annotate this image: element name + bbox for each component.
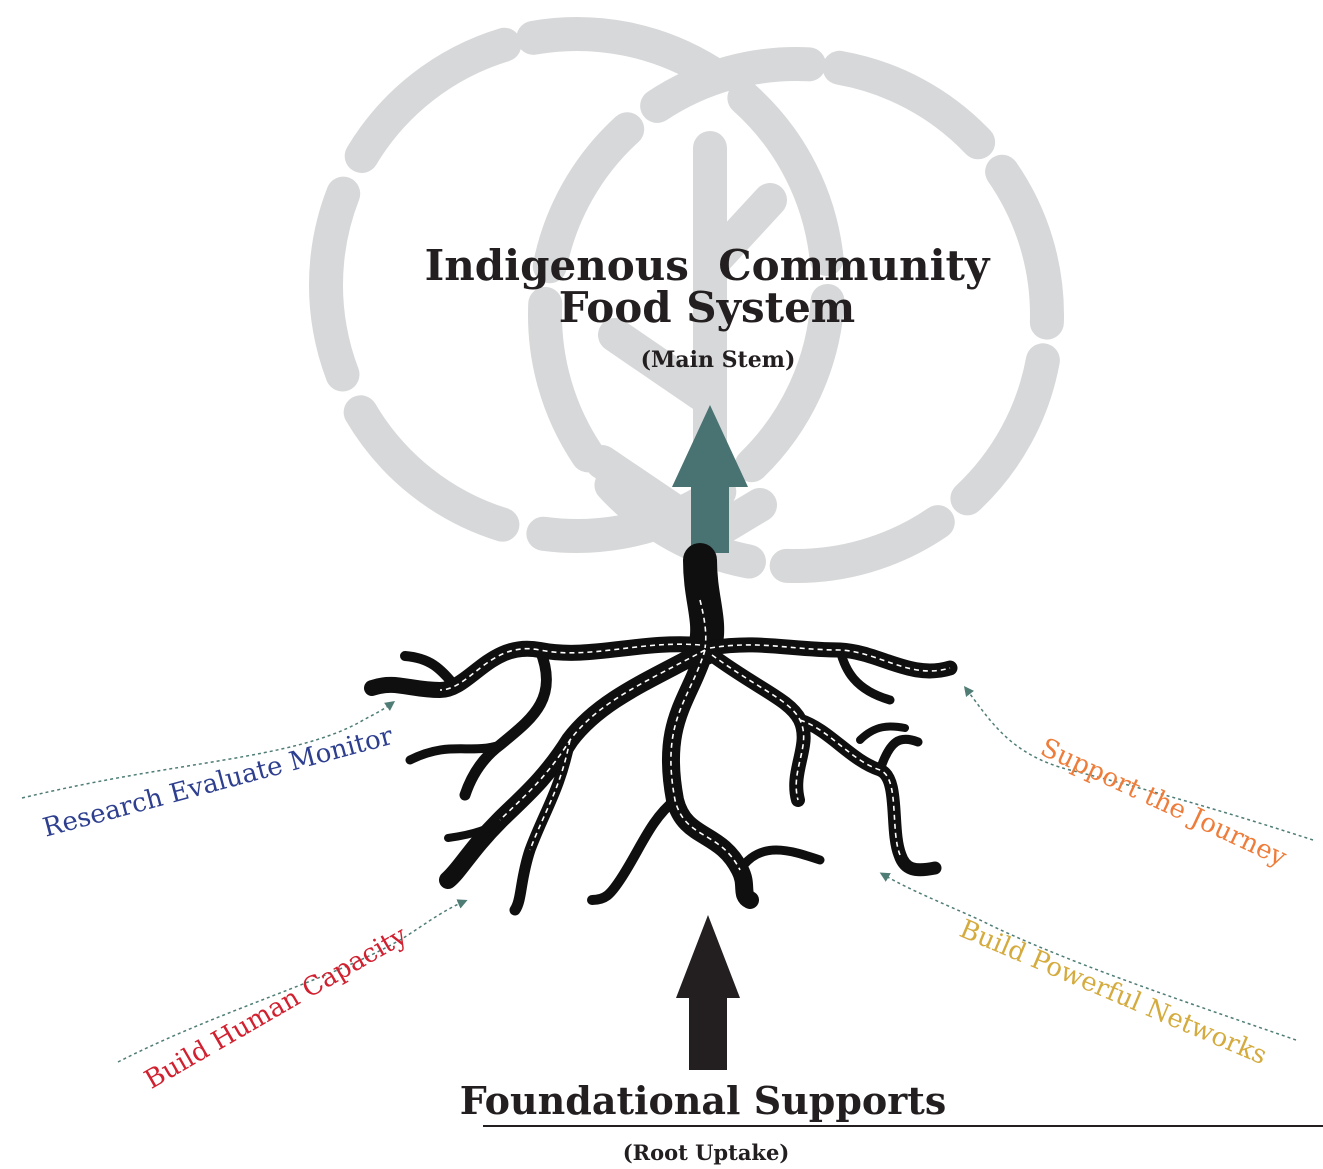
foundational-supports-block: Foundational Supports (Root Uptake) bbox=[460, 1078, 1323, 1165]
title-line-2: Food System bbox=[559, 283, 855, 332]
label-build-human-capacity: Build Human Capacity bbox=[140, 921, 413, 1096]
guide-arrows bbox=[21, 686, 1314, 1063]
root-arrow-shape bbox=[676, 915, 740, 1070]
title-block: Indigenous Community Food System (Main S… bbox=[425, 241, 991, 373]
up-arrow-icon bbox=[672, 405, 748, 553]
label-build-powerful-networks: Build Powerful Networks bbox=[955, 914, 1271, 1071]
foundational-heading: Foundational Supports bbox=[460, 1078, 946, 1123]
right-logo-circle bbox=[528, 47, 1064, 583]
tree-roots-icon bbox=[364, 543, 958, 916]
title-line-1: Indigenous Community bbox=[425, 241, 991, 290]
left-logo-circle bbox=[309, 17, 845, 553]
roots-black-body bbox=[364, 543, 958, 916]
networks-arrow bbox=[879, 872, 1297, 1041]
capacity-arrow bbox=[117, 899, 468, 1063]
roots-road-dashes bbox=[439, 599, 951, 871]
title-subtitle: (Main Stem) bbox=[641, 347, 796, 373]
double-circle-tree-logo-icon bbox=[309, 17, 1064, 583]
journey-arrow bbox=[963, 686, 1314, 841]
stem-arrow-shape bbox=[672, 405, 748, 553]
root-up-arrow-icon bbox=[676, 915, 740, 1070]
label-support-the-journey: Support the Journey bbox=[1036, 733, 1291, 873]
foundational-subheading: (Root Uptake) bbox=[623, 1140, 790, 1165]
